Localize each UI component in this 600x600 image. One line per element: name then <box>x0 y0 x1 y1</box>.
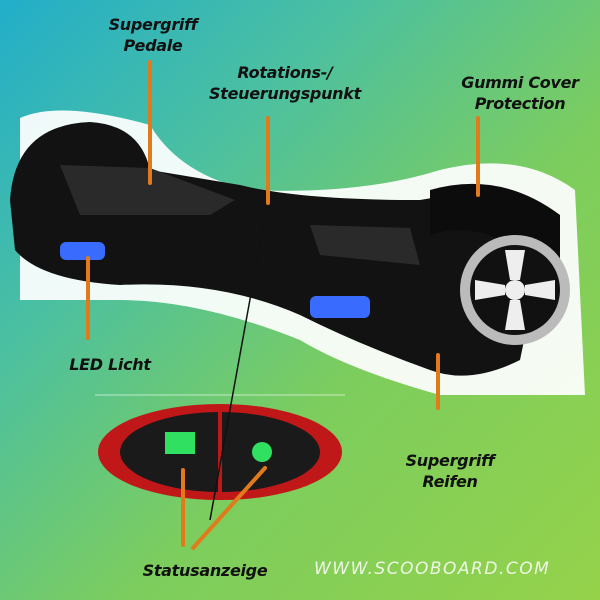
label-line: Supergriff <box>108 15 198 34</box>
status-light-right <box>252 442 272 462</box>
label-rotation: Rotations-/ Steuerungspunkt <box>200 62 370 104</box>
label-line: Rotations-/ <box>237 63 333 82</box>
label-line: Protection <box>474 94 566 113</box>
label-led-licht: LED Licht <box>69 355 151 374</box>
website-url: WWW.SCOOBOARD.COM <box>314 559 551 579</box>
callout-status-right <box>191 466 267 550</box>
label-line: Pedale <box>123 36 183 55</box>
led-right <box>310 296 370 318</box>
wheel-spokes <box>475 250 555 330</box>
label-statusanzeige: Statusanzeige <box>142 561 268 580</box>
label-line: Steuerungspunkt <box>209 84 361 103</box>
hoverboard <box>10 122 570 376</box>
inset-pointer-line <box>209 199 269 521</box>
left-foot-pad <box>60 165 235 215</box>
label-line: Reifen <box>422 472 478 491</box>
label-line: Supergriff <box>405 451 495 470</box>
rubber-cover <box>430 183 560 300</box>
right-foot-pad <box>310 225 420 265</box>
callout-lines <box>86 60 480 550</box>
label-line: Gummi Cover <box>461 73 579 92</box>
status-display-inset <box>95 394 345 500</box>
led-left <box>60 242 105 260</box>
status-light-left <box>165 432 195 454</box>
